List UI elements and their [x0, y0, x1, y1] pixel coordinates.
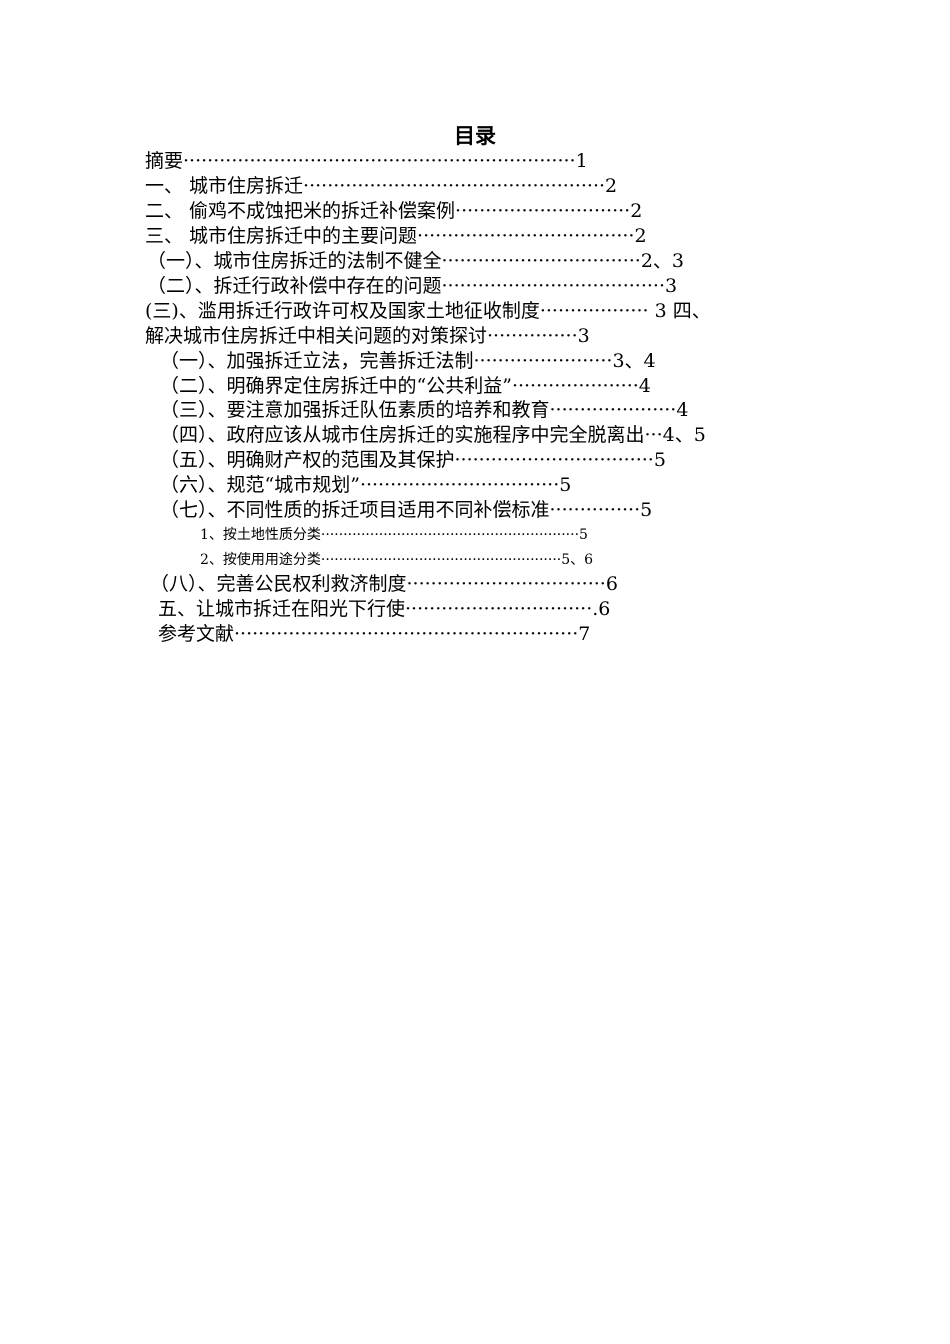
toc-entry-section-3-1[interactable]: （一）、城市住房拆迁的法制不健全························… [147, 250, 685, 272]
toc-entry-references[interactable]: 参考文献····································… [158, 623, 591, 645]
toc-title: 目录 [454, 124, 496, 148]
toc-entry-section-4-8[interactable]: （八）、完善公民权利救济制度··························… [150, 573, 618, 595]
toc-entry-abstract[interactable]: 摘要······································… [145, 150, 588, 172]
toc-entry-section-4-7-1[interactable]: 1、按土地性质分类·······························… [200, 527, 588, 543]
toc-entry-section-4[interactable]: 解决城市住房拆迁中相关问题的对策探讨···············3 [145, 325, 590, 347]
toc-entry-section-3-2[interactable]: （二）、拆迁行政补偿中存在的问题························… [147, 275, 678, 297]
toc-entry-section-4-3[interactable]: （三）、要注意加强拆迁队伍素质的培养和教育···················… [160, 399, 689, 421]
toc-entry-section-4-7[interactable]: （七）、不同性质的拆迁项目适用不同补偿标准···············5 [160, 499, 653, 521]
toc-entry-section-1[interactable]: 一、 城市住房拆迁·······························… [145, 175, 618, 197]
toc-entry-section-3-3[interactable]: (三)、滥用拆迁行政许可权及国家土地征收制度··················… [145, 300, 711, 322]
toc-entry-section-3[interactable]: 三、 城市住房拆迁中的主要问题·························… [145, 225, 647, 247]
toc-entry-section-4-1[interactable]: （一）、加强拆迁立法，完善拆迁法制·······················… [160, 350, 656, 372]
toc-entry-section-4-6[interactable]: （六）、规范“城市规划”····························… [160, 474, 572, 496]
toc-entry-section-4-4[interactable]: （四）、政府应该从城市住房拆迁的实施程序中完全脱离出···4、5 [160, 424, 706, 446]
toc-entry-section-4-5[interactable]: （五）、明确财产权的范围及其保护························… [160, 449, 666, 471]
toc-entry-section-4-2[interactable]: （二）、明确界定住房拆迁中的“公共利益”····················… [160, 375, 651, 397]
toc-entry-section-4-7-2[interactable]: 2、按使用用途分类·······························… [200, 552, 594, 568]
toc-entry-section-2[interactable]: 二、 偷鸡不成蚀把米的拆迁补偿案例·······················… [145, 200, 643, 222]
toc-entry-section-5[interactable]: 五、让城市拆迁在阳光下行使···························… [158, 598, 611, 620]
